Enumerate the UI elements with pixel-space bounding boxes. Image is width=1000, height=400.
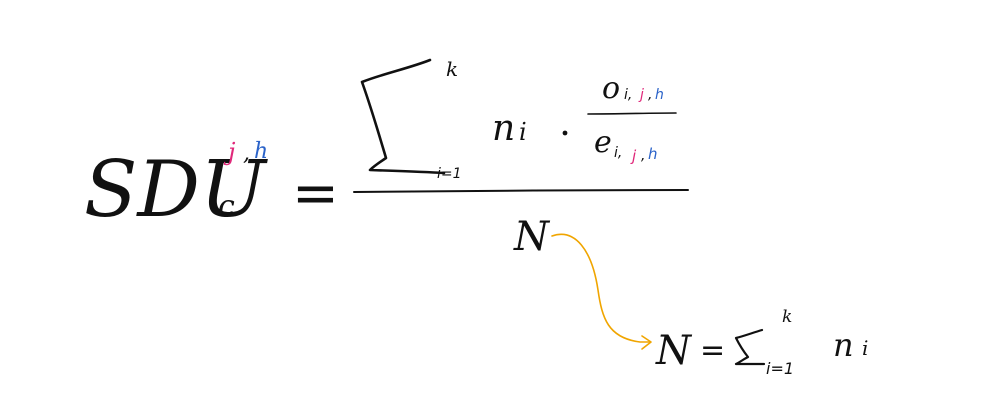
definition-sigma-upper: k bbox=[782, 307, 792, 327]
factor-n: n bbox=[492, 108, 515, 149]
fraction-bottom-sub-i: i, bbox=[614, 145, 622, 161]
arrow-head-icon bbox=[641, 335, 652, 350]
fraction-top-o: o bbox=[602, 71, 620, 106]
factor-n-subscript: i bbox=[519, 118, 527, 146]
definition-sigma-lower: i=1 bbox=[766, 359, 794, 378]
fraction-bottom-sub-h: h bbox=[648, 145, 658, 163]
definition-term-subscript: i bbox=[862, 336, 868, 360]
fraction-bottom-sub-comma: , bbox=[641, 148, 645, 164]
multiplication-dot bbox=[562, 130, 568, 136]
fraction-top-sub-comma: , bbox=[648, 87, 652, 103]
definition-term-n: n bbox=[833, 326, 854, 364]
definition: N = k i=1 n i bbox=[655, 307, 868, 378]
fraction-bottom-e: e bbox=[594, 125, 612, 160]
fraction-top-sub-j: j bbox=[638, 87, 644, 103]
lhs-base: SDU bbox=[84, 145, 268, 235]
fraction-top-sub-h: h bbox=[655, 87, 664, 103]
lhs-subscript-c: c bbox=[218, 189, 235, 224]
lhs-superscript-comma: , bbox=[243, 141, 250, 166]
denominator-n: N bbox=[513, 214, 551, 260]
sigma-symbol bbox=[360, 58, 446, 175]
lhs: SDU c j , h bbox=[84, 138, 268, 235]
inner-fraction-bar bbox=[587, 112, 677, 115]
sigma-lower-limit: i=1 bbox=[437, 166, 462, 182]
lhs-superscript-h: h bbox=[254, 139, 268, 164]
numerator: k i=1 n i o i, j , h e i, j , h bbox=[360, 57, 677, 182]
definition-sigma-symbol bbox=[734, 328, 766, 366]
arrow-connector bbox=[551, 233, 651, 343]
definition-n: N bbox=[655, 328, 693, 374]
sigma-upper-limit: k bbox=[446, 57, 458, 81]
equals-sign: = bbox=[292, 161, 339, 226]
definition-equals: = bbox=[700, 333, 725, 368]
main-fraction-bar bbox=[353, 189, 689, 193]
fraction-top-sub-i: i, bbox=[624, 87, 632, 103]
fraction-bottom-sub-j: j bbox=[630, 147, 637, 165]
